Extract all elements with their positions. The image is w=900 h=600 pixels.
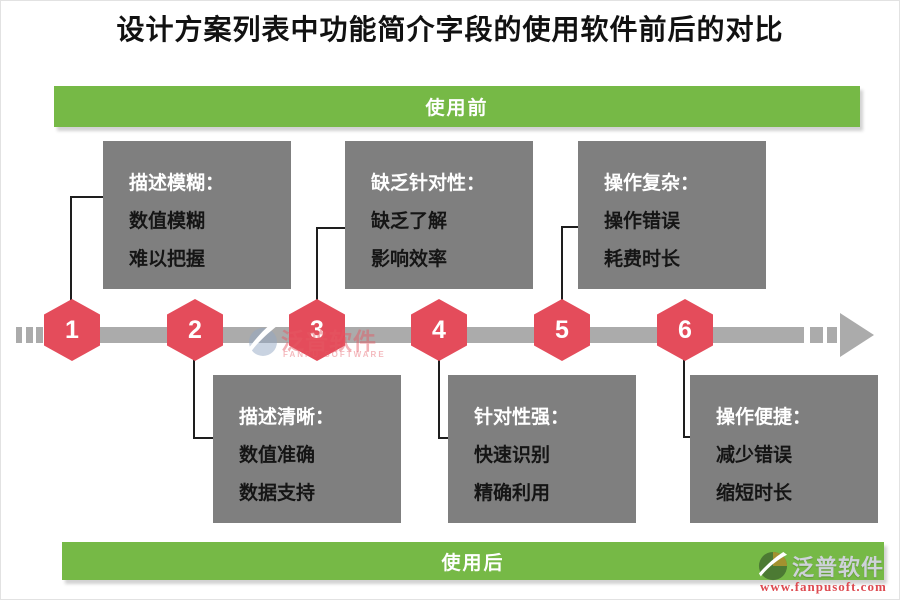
- step-1-line: 数值模糊: [129, 211, 206, 232]
- step-5-number: 5: [555, 315, 569, 344]
- connector-line-step5: [561, 226, 579, 228]
- step-2-hexagon: 2: [167, 299, 223, 361]
- step-6-hexagon: 6: [657, 299, 713, 361]
- connector-line-step4: [438, 437, 449, 439]
- connector-line-step3: [316, 227, 346, 229]
- step-1-line: 难以把握: [129, 249, 206, 270]
- step-4-card: 针对性强： 快速识别 精确利用: [448, 375, 636, 523]
- step-2-heading: 描述清晰：: [239, 407, 335, 428]
- step-6-card: 操作便捷： 减少错误 缩短时长: [690, 375, 878, 523]
- step-6-line: 减少错误: [716, 445, 793, 466]
- connector-line-step2: [193, 437, 214, 439]
- step-4-line: 精确利用: [474, 483, 551, 504]
- step-6-line: 缩短时长: [716, 483, 793, 504]
- connector-line-step5: [561, 226, 563, 302]
- fanpu-logo-icon: [758, 551, 788, 581]
- step-5-card: 操作复杂： 操作错误 耗费时长: [578, 141, 766, 289]
- step-1-heading: 描述模糊：: [129, 173, 225, 194]
- banner-after: 使用后: [62, 542, 884, 580]
- page-title: 设计方案列表中功能简介字段的使用软件前后的对比: [116, 14, 784, 45]
- footer-logo-brand: 泛普软件: [792, 555, 885, 580]
- step-4-hexagon: 4: [411, 299, 467, 361]
- arrow-right-icon: [840, 313, 874, 357]
- step-2-card: 描述清晰： 数值准确 数据支持: [213, 375, 401, 523]
- step-5-hexagon: 5: [534, 299, 590, 361]
- step-3-line: 影响效率: [371, 249, 448, 270]
- connector-line-step6: [683, 436, 691, 438]
- timeline-dash: [16, 327, 22, 343]
- footer-logo: 泛普软件 www.fanpusoft.com: [758, 550, 898, 598]
- banner-before: 使用前: [54, 86, 860, 127]
- connector-line-step1: [70, 196, 104, 198]
- step-2-number: 2: [188, 315, 202, 344]
- step-3-heading: 缺乏针对性：: [371, 173, 486, 194]
- connector-line-step2: [193, 358, 195, 439]
- step-3-line: 缺乏了解: [371, 211, 448, 232]
- banner-before-label: 使用前: [425, 98, 489, 119]
- step-5-heading: 操作复杂：: [604, 173, 700, 194]
- banner-after-label: 使用后: [441, 552, 505, 574]
- step-2-line: 数值准确: [239, 445, 316, 466]
- timeline-dash: [36, 327, 43, 343]
- connector-line-step6: [683, 358, 685, 438]
- step-5-line: 操作错误: [604, 211, 681, 232]
- timeline-dash: [26, 327, 33, 343]
- footer-logo-url: www.fanpusoft.com: [760, 579, 887, 594]
- step-5-line: 耗费时长: [604, 249, 681, 270]
- step-6-number: 6: [678, 315, 692, 344]
- step-4-line: 快速识别: [474, 445, 551, 466]
- connector-line-step4: [438, 358, 440, 439]
- timeline-dash: [810, 327, 823, 343]
- step-3-number: 3: [310, 315, 324, 344]
- step-3-hexagon: 3: [289, 299, 345, 361]
- step-4-number: 4: [432, 315, 446, 344]
- connector-line-step3: [316, 227, 318, 302]
- step-3-card: 缺乏针对性： 缺乏了解 影响效率: [345, 141, 533, 289]
- step-1-hexagon: 1: [44, 299, 100, 361]
- step-4-heading: 针对性强：: [474, 407, 570, 428]
- step-1-number: 1: [65, 315, 79, 344]
- step-2-line: 数据支持: [239, 483, 316, 504]
- timeline-dash: [827, 327, 837, 343]
- step-6-heading: 操作便捷：: [716, 407, 812, 428]
- step-1-card: 描述模糊： 数值模糊 难以把握: [103, 141, 291, 289]
- connector-line-step1: [70, 196, 72, 302]
